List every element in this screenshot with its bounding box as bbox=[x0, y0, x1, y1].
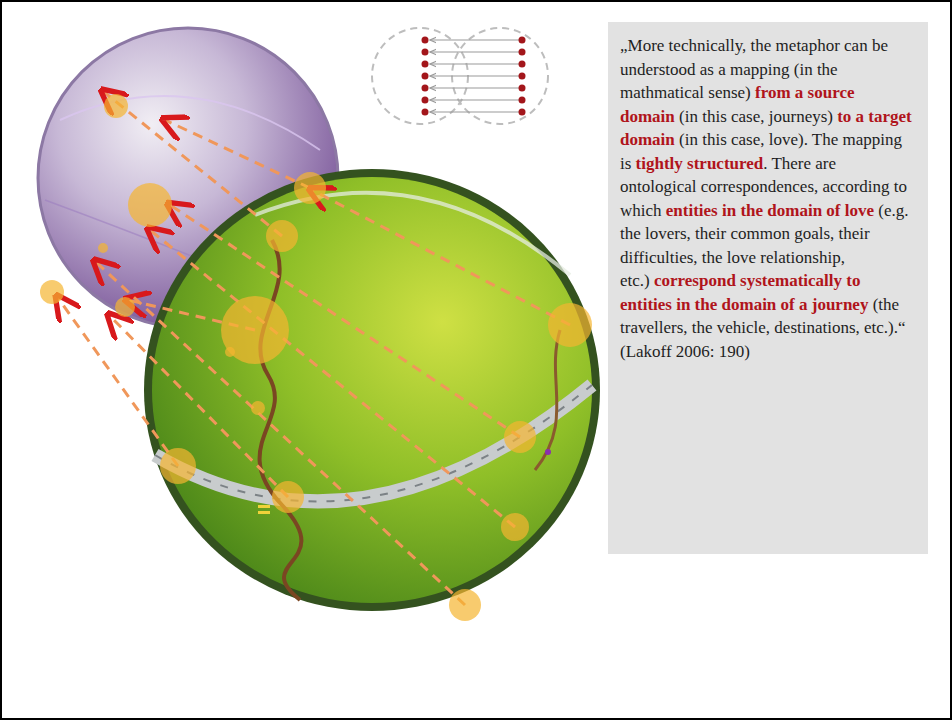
source-sphere bbox=[144, 169, 600, 611]
mapping-line bbox=[150, 230, 515, 527]
mapping-line bbox=[312, 190, 570, 325]
schematic-dot bbox=[422, 109, 429, 116]
emphasis-text: tightly structured bbox=[636, 154, 764, 173]
tree-rim bbox=[144, 169, 600, 611]
traveller bbox=[545, 449, 551, 455]
schematic-dot bbox=[422, 85, 429, 92]
schematic-arrow bbox=[430, 63, 519, 64]
schematic-dot bbox=[519, 73, 526, 80]
green-sphere bbox=[152, 177, 592, 603]
schematic-dot bbox=[422, 61, 429, 68]
vehicle bbox=[258, 511, 270, 514]
mapping-lines bbox=[58, 92, 570, 605]
marker-dot bbox=[104, 94, 128, 118]
schematic-arrow bbox=[430, 111, 519, 112]
marker-dot bbox=[449, 589, 481, 621]
schematic-arrow bbox=[430, 75, 519, 76]
emphasis-text: correspond systematically to entities in… bbox=[620, 271, 868, 314]
sphere-ring bbox=[60, 96, 320, 150]
marker-dot bbox=[115, 297, 135, 317]
schematic-dot bbox=[519, 61, 526, 68]
marker-dot bbox=[501, 513, 529, 541]
marker-dot bbox=[98, 243, 108, 253]
river bbox=[260, 240, 302, 600]
marker-dot bbox=[266, 220, 298, 252]
schematic-dot bbox=[422, 37, 429, 44]
marker-dot bbox=[272, 481, 304, 513]
schematic-dot bbox=[519, 97, 526, 104]
vehicle bbox=[258, 505, 270, 508]
schematic-dot bbox=[519, 85, 526, 92]
mapping-schematic bbox=[372, 28, 548, 124]
schematic-dot bbox=[519, 109, 526, 116]
schematic-dot bbox=[422, 73, 429, 80]
marker-dot bbox=[504, 421, 536, 453]
schematic-arrows bbox=[430, 40, 519, 112]
quote-text: (in this case, journeys) bbox=[679, 107, 833, 126]
schematic-arrow bbox=[430, 87, 519, 88]
schematic-arrow bbox=[430, 51, 519, 52]
quote-body: „More technically, the metaphor can be u… bbox=[620, 34, 916, 363]
quote-box: „More technically, the metaphor can be u… bbox=[608, 22, 928, 554]
marker-dot bbox=[251, 401, 265, 415]
emphasis-text: entities in the domain of love bbox=[666, 201, 874, 220]
schematic-dot bbox=[422, 49, 429, 56]
marker-dot bbox=[160, 448, 196, 484]
marker-dot bbox=[225, 347, 235, 357]
marker-dot bbox=[128, 183, 172, 227]
marker-dot bbox=[548, 303, 592, 347]
marker-dot bbox=[40, 280, 64, 304]
path-band bbox=[255, 193, 570, 275]
road-marking bbox=[155, 385, 592, 501]
road bbox=[155, 385, 592, 501]
schematic-dot bbox=[422, 97, 429, 104]
mapping-line bbox=[165, 120, 310, 188]
schematic-dot bbox=[519, 49, 526, 56]
schematic-dot bbox=[519, 37, 526, 44]
marker-dot bbox=[221, 296, 289, 364]
schematic-arrow bbox=[430, 99, 519, 100]
river bbox=[535, 330, 560, 470]
schematic-arrow bbox=[430, 39, 519, 40]
mapping-line bbox=[96, 262, 465, 605]
marker-dot bbox=[294, 172, 326, 204]
schematic-dots bbox=[422, 37, 526, 116]
mapping-line bbox=[170, 205, 520, 437]
correspondence-markers bbox=[40, 94, 592, 621]
